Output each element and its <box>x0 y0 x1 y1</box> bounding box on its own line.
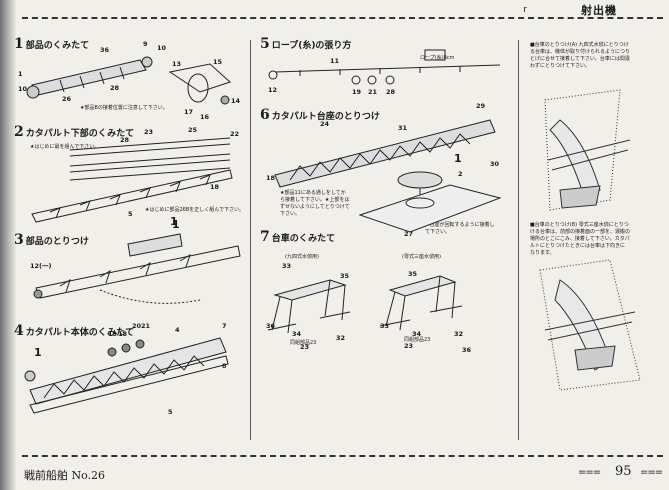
part-number: 12(一) <box>30 262 52 270</box>
part-number: 1 <box>34 346 42 359</box>
part-number: 24 <box>320 120 330 128</box>
part-number: 36 <box>462 346 472 354</box>
step-2-note: ★はじめに最を組んで下さい。 <box>30 144 100 150</box>
part-number: 33 <box>380 322 390 330</box>
part-number: 9 <box>143 40 148 48</box>
footer-dash-left: === <box>578 467 601 478</box>
step-7-drawing <box>267 275 463 334</box>
part-number: 33 <box>282 262 292 270</box>
part-number: 1 <box>170 215 178 228</box>
part-number: 8 <box>222 362 227 370</box>
step-5-drawing <box>268 49 501 85</box>
part-number: 19 <box>352 88 362 96</box>
part-number: 25 <box>188 126 198 134</box>
step-1-note: ★部品Bの接着位置に注意して下さい。 <box>80 105 168 111</box>
part-number: 13 <box>172 60 182 68</box>
part-number: 28 <box>110 84 120 92</box>
part-number: 16 <box>200 113 210 121</box>
part-number: 20 <box>132 322 142 330</box>
part-number: 18 <box>210 183 220 191</box>
part-number: 18 <box>266 174 276 182</box>
part-number: 22 <box>230 130 240 138</box>
part-number: 32 <box>454 330 464 338</box>
part-number: 17 <box>184 108 194 116</box>
part-number: 4 <box>175 326 180 334</box>
step-3-drawing <box>33 233 241 304</box>
side-note-a: ■台車のとりつけ(A) 九四式水偵にとりつける台車は、機体が取り付けられるように… <box>530 42 631 69</box>
part-number: 1 <box>172 218 180 231</box>
part-number: 34 <box>292 330 302 338</box>
part-number: 10 <box>157 44 167 52</box>
part-number: 15 <box>213 58 223 66</box>
header-rule <box>22 17 663 19</box>
footer-dash-right: === <box>640 467 663 478</box>
side-view-drawing-a <box>544 89 631 211</box>
step-2-note-2: ★はじめに部品26Bを正しく組んで下さい。 <box>145 207 245 213</box>
header-mark: r <box>523 5 527 15</box>
part-number: 28 <box>120 136 130 144</box>
part-number: 30 <box>490 160 500 168</box>
column-divider-left <box>250 40 251 440</box>
part-number: 21 <box>368 88 378 96</box>
step-7-right-label: 同組部品23 <box>404 337 431 343</box>
part-number: 1 <box>454 152 462 165</box>
part-number: 36 <box>266 322 276 330</box>
step-6-note-2: ★台座が回転するように接着して下さい。 <box>425 222 495 235</box>
part-number: 36 <box>100 46 110 54</box>
step-5-note: ロープ(糸)8cm <box>420 55 455 61</box>
part-number: 29 <box>476 102 486 110</box>
step-6-note: ★部品11にある通しをしてから接着して下さい。★上部をはずせないようにしてとりつ… <box>280 190 350 217</box>
part-number: 1 <box>18 70 23 78</box>
part-number: 31 <box>398 124 408 132</box>
part-number: 11 <box>330 57 340 65</box>
step-1-parts-drawing <box>26 56 231 105</box>
part-number: 28 <box>386 88 396 96</box>
step-4-drawing <box>24 337 229 414</box>
part-number: 12 <box>268 86 278 94</box>
part-number: 23 <box>300 343 310 351</box>
step-7-left-label: 同組部品23 <box>290 340 317 346</box>
part-number: 7 <box>222 322 227 330</box>
part-number: 5 <box>168 408 173 416</box>
part-number: 19 <box>108 330 118 338</box>
part-number: 27 <box>404 230 414 238</box>
part-number: 35 <box>340 272 350 280</box>
part-number: 21 <box>141 322 151 330</box>
part-number: 18 <box>118 330 128 338</box>
side-note-b: ■台車のとりつけ(B) 零式三座水偵にとりつける台車は、前部の接着面の一部を、運… <box>530 222 631 256</box>
side-view-drawing-b <box>539 259 641 391</box>
part-number: 10 <box>18 85 28 93</box>
page-header-title: 射出機 <box>581 4 617 17</box>
part-number: 34 <box>412 330 422 338</box>
part-number: 5 <box>128 210 133 218</box>
step-6-drawing <box>274 119 502 233</box>
book-binding-shadow <box>0 0 16 490</box>
footer-rule <box>22 455 663 457</box>
step-7-left-caption: (九四式水偵用) <box>285 254 319 260</box>
part-number: 32 <box>336 334 346 342</box>
part-number: 23 <box>404 342 414 350</box>
step-7-right-caption: (零式三座水偵用) <box>402 254 441 260</box>
step-2-rails-drawing <box>31 137 233 223</box>
column-divider-right <box>518 40 519 440</box>
part-number: 26 <box>62 95 72 103</box>
part-number: 23 <box>144 128 154 136</box>
part-number: 2 <box>458 170 463 178</box>
page-number: 95 <box>615 464 632 479</box>
part-number: 14 <box>231 97 241 105</box>
magazine-issue: 戦前船舶 No.26 <box>24 469 106 482</box>
part-number: 35 <box>408 270 418 278</box>
